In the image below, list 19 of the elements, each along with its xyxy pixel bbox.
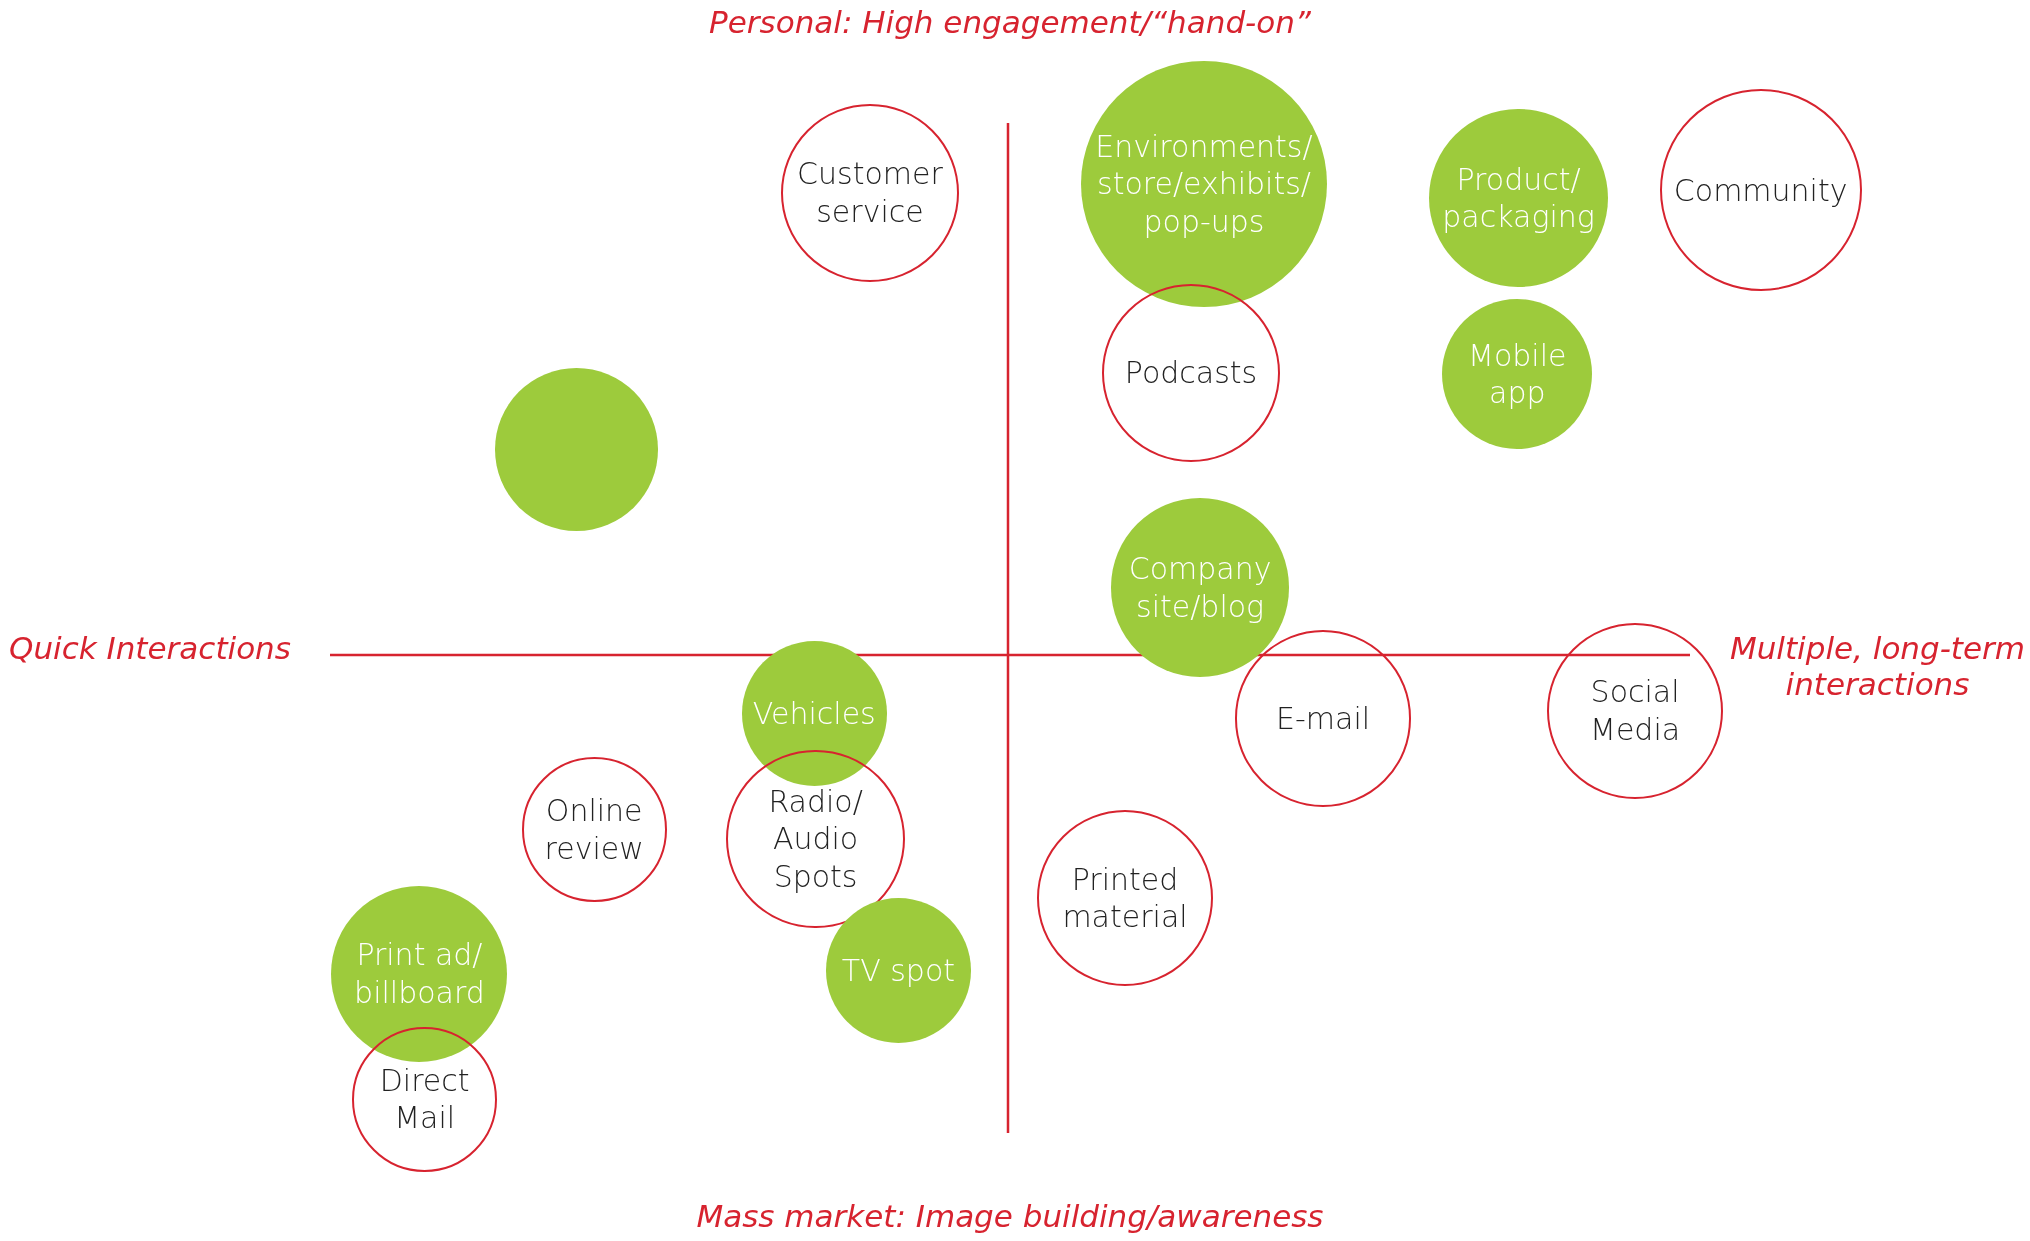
outlined-bubble: E-mail [1235, 630, 1412, 807]
axis-label: Personal: High engagement/“hand-on” [708, 4, 1312, 40]
filled-bubble: Mobile app [1442, 299, 1593, 450]
filled-bubble: Vehicles [741, 640, 887, 786]
outlined-bubble: Online review [521, 757, 667, 903]
filled-bubble: TV spot [825, 898, 971, 1044]
outlined-bubble: Community [1659, 89, 1862, 292]
filled-bubble: Environments/ store/exhibits/ pop-ups [1081, 60, 1327, 307]
axis-label: Multiple, long-term interactions [1728, 630, 2027, 702]
outlined-bubble: Printed material [1036, 810, 1214, 987]
outlined-bubble: Customer service [780, 103, 960, 283]
axis-label: Mass market: Image building/awareness [695, 1198, 1325, 1234]
filled-bubble: Print ad/ billboard [331, 885, 508, 1062]
outlined-bubble: Podcasts [1101, 283, 1281, 463]
filled-bubble: Company site/blog [1110, 498, 1290, 678]
outlined-bubble: Social Media [1547, 622, 1724, 799]
outlined-bubble: Direct Mail [352, 1026, 498, 1172]
filled-bubble: Product/ packaging [1429, 108, 1608, 288]
axis-label: Quick Interactions [8, 630, 292, 666]
